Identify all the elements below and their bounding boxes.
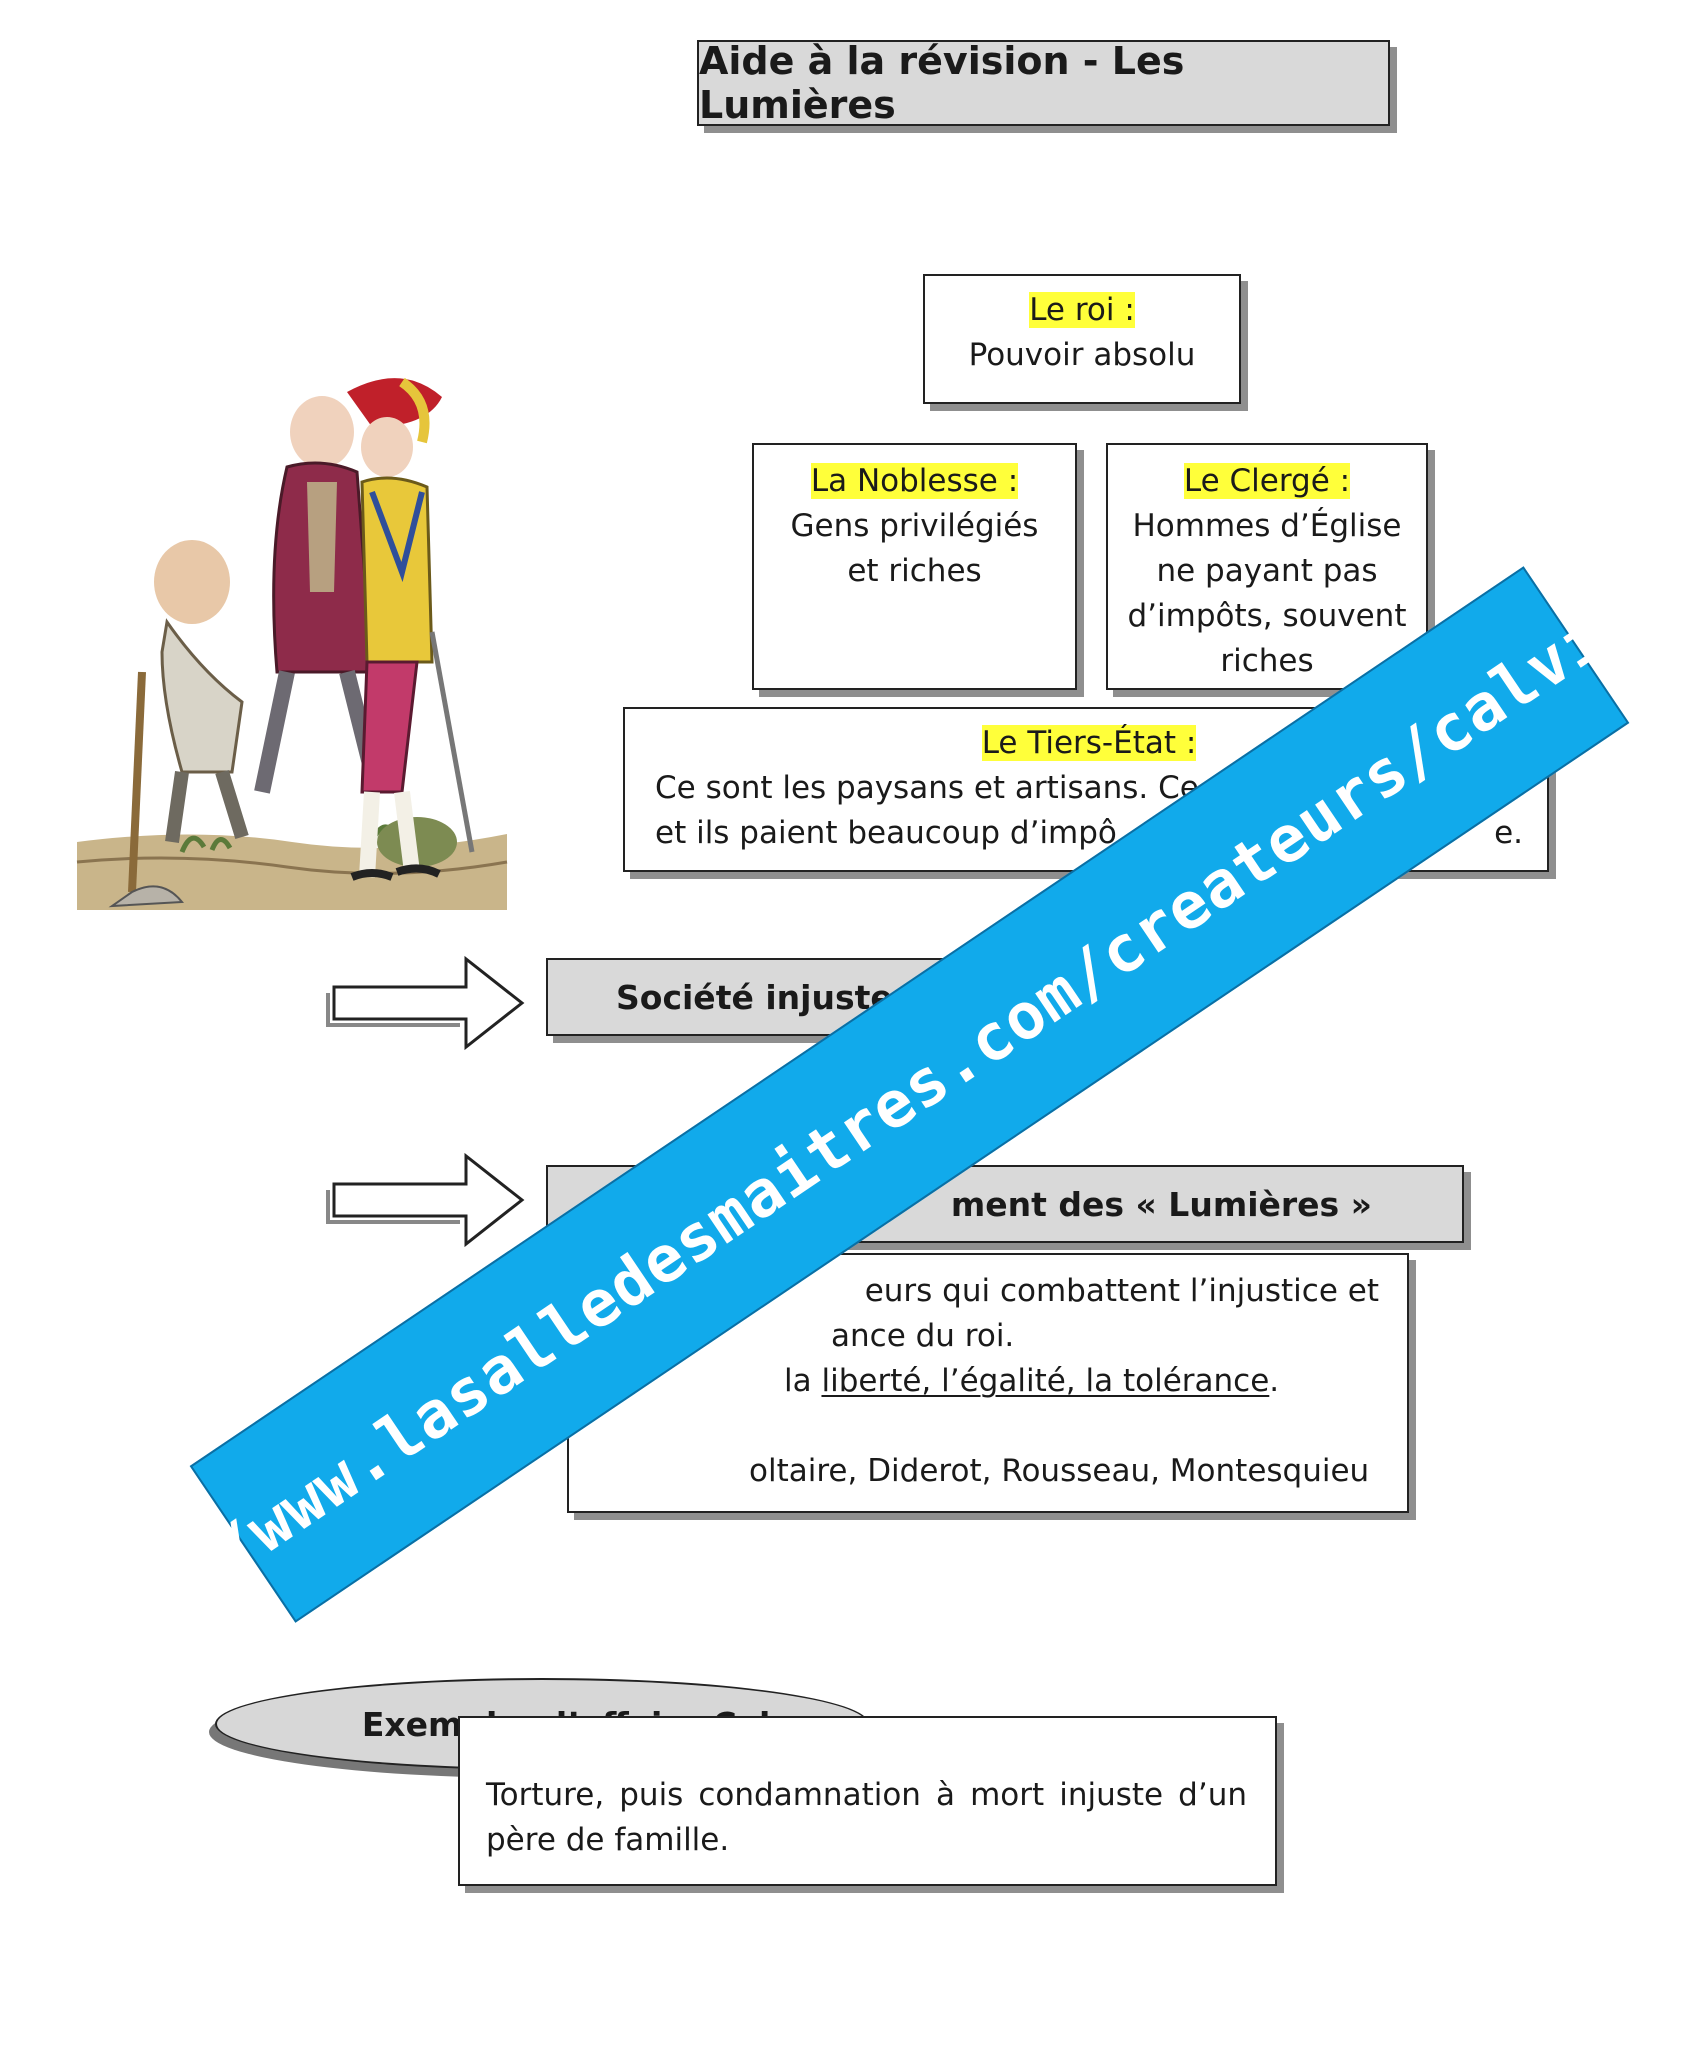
- clergy-line-3: d’impôts, souvent: [1127, 598, 1407, 634]
- clergy-box: Le Clergé : Hommes d’Église ne payant pa…: [1106, 443, 1428, 690]
- nobility-box: La Noblesse : Gens privilégiés et riches: [752, 443, 1077, 690]
- nobility-line-1: Gens privilégiés: [790, 508, 1039, 544]
- king-box: Le roi : Pouvoir absolu: [923, 274, 1241, 404]
- nobility-line-2: et riches: [847, 553, 982, 589]
- arrow-right-icon: [326, 955, 525, 1051]
- clergy-line-4: riches: [1220, 643, 1314, 679]
- clergy-heading: Le Clergé :: [1183, 463, 1351, 499]
- third-estate-heading: Le Tiers-État :: [981, 725, 1197, 761]
- example-text-line-1: Torture, puis condamnation à mort injust…: [486, 1777, 1247, 1813]
- arrow-right-icon-2: [326, 1152, 525, 1248]
- lumieres-values: liberté, l’égalité, la tolérance: [821, 1363, 1270, 1399]
- third-estate-box: Le Tiers-État : Ce sont les paysans et a…: [623, 707, 1549, 872]
- king-heading: Le roi :: [1029, 292, 1135, 328]
- society-label: Société injuste: [616, 977, 893, 1017]
- clergy-line-2: ne payant pas: [1156, 553, 1378, 589]
- nobility-heading: La Noblesse :: [810, 463, 1019, 499]
- lumieres-philosophers: oltaire, Diderot, Rousseau, Montesquieu: [749, 1453, 1370, 1489]
- example-text-box: Torture, puis condamnation à mort injust…: [458, 1716, 1277, 1886]
- third-estate-line-1: Ce sont les paysans et artisans. Ce: [655, 770, 1199, 806]
- clergy-line-1: Hommes d’Église: [1132, 508, 1402, 544]
- three-estates-illustration: [76, 377, 508, 910]
- third-estate-line-2: et ils paient beaucoup d’impô: [655, 815, 1117, 851]
- movement-label: ment des « Lumières »: [950, 1184, 1372, 1224]
- king-text: Pouvoir absolu: [968, 337, 1196, 373]
- lumieres-line-3-suffix: .: [1269, 1363, 1280, 1399]
- page-title: Aide à la révision - Les Lumières: [697, 39, 1390, 127]
- lumieres-line-2: ance du roi.: [831, 1318, 1015, 1354]
- example-text-line-2: père de famille.: [486, 1822, 730, 1858]
- lumieres-line-3-prefix: la: [784, 1363, 822, 1399]
- third-estate-line-2-end: e.: [1494, 815, 1523, 851]
- lumieres-line-1: eurs qui combattent l’injustice et: [864, 1273, 1379, 1309]
